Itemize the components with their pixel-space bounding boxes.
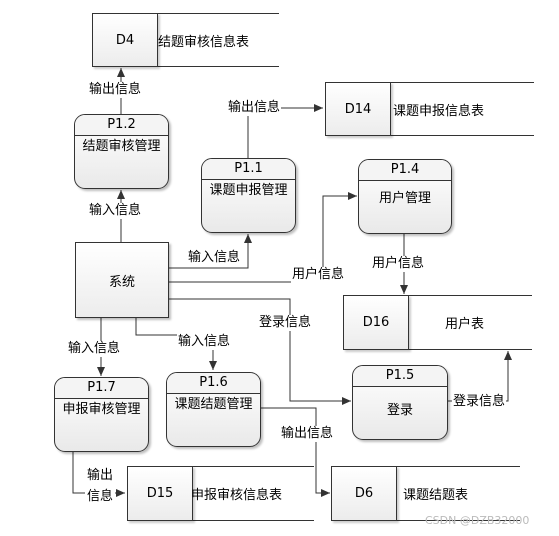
flow-p16-d6	[260, 407, 330, 497]
flow-label-p16-d6: 输出信息	[280, 426, 335, 442]
flow-label-p15-d16: 登录信息	[452, 394, 507, 410]
process-p12-id: P1.2	[75, 115, 168, 136]
process-p12-name: 结题审核管理	[82, 139, 161, 154]
flow-label-p11-d14: 输出信息	[227, 100, 282, 116]
process-p11: P1.1 课题申报管理	[201, 158, 296, 233]
store-d4-name: 结题审核信息表	[158, 34, 250, 50]
process-p14-id: P1.4	[359, 160, 451, 181]
process-p15: P1.5 登录	[352, 365, 448, 440]
store-d4-id: D4	[92, 13, 158, 67]
flow-sys-p14	[168, 192, 357, 283]
store-d15-name: 申报审核信息表	[191, 488, 283, 503]
store-d14-id: D14	[325, 82, 391, 136]
process-p11-id: P1.1	[202, 159, 295, 180]
process-p14-name: 用户管理	[378, 191, 431, 206]
process-p14: P1.4 用户管理	[358, 159, 452, 234]
process-p17-id: P1.7	[55, 378, 148, 399]
process-p15-name: 登录	[386, 403, 413, 418]
flow-sys-p16	[135, 316, 217, 370]
flow-label-sys-p11: 输入信息	[187, 250, 242, 266]
process-p15-id: P1.5	[353, 366, 447, 387]
flow-label-sys-p12: 输入信息	[88, 203, 143, 219]
flow-label-sys-p14: 用户信息	[291, 267, 346, 283]
store-d6: D6 课题结题表	[331, 466, 520, 521]
store-d16-name: 用户表	[445, 317, 485, 332]
flow-label-p17-d15: 输出信息	[85, 465, 115, 507]
store-d15: D15 申报审核信息表	[127, 466, 314, 521]
flow-label-sys-p16: 输入信息	[177, 334, 232, 350]
flow-sys-p11	[168, 234, 252, 269]
process-p12: P1.2 结题审核管理	[74, 114, 169, 189]
watermark: CSDN @DZB32000	[425, 514, 530, 527]
process-p11-name: 课题申报管理	[209, 183, 288, 198]
store-d16-id: D16	[343, 295, 409, 350]
flow-label-sys-p17: 输入信息	[67, 341, 122, 357]
store-d14: D14 课题申报信息表	[325, 82, 534, 136]
store-d15-id: D15	[127, 466, 193, 521]
flow-label-p12-d4: 输出信息	[88, 82, 143, 98]
external-entity-label: 系统	[108, 274, 135, 290]
flow-label-p14-d16: 用户信息	[371, 256, 426, 272]
process-p17: P1.7 申报审核管理	[54, 377, 149, 452]
process-p17-name: 申报审核管理	[62, 402, 141, 417]
store-d6-name: 课题结题表	[403, 488, 469, 503]
flow-sys-p15	[168, 298, 351, 405]
process-p16: P1.6 课题结题管理	[166, 372, 261, 447]
store-d4: D4 结题审核信息表	[92, 13, 279, 67]
store-d16: D16 用户表	[343, 295, 532, 350]
process-p16-name: 课题结题管理	[174, 397, 253, 412]
flow-label-sys-p15: 登录信息	[258, 315, 313, 331]
store-d6-id: D6	[331, 466, 397, 521]
process-p16-id: P1.6	[167, 373, 260, 394]
store-d14-name: 课题申报信息表	[393, 103, 485, 119]
external-entity-system: 系统	[75, 242, 169, 318]
